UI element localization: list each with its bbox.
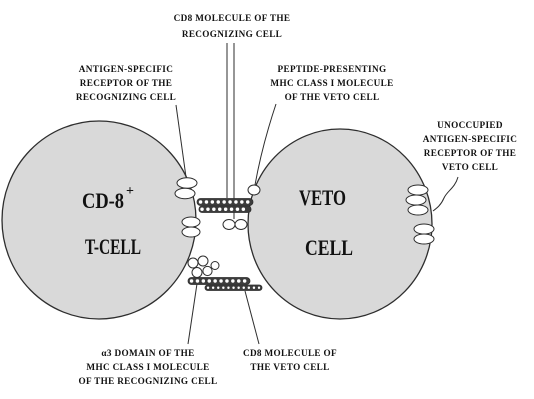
label-line: THE VETO CELL: [250, 362, 329, 372]
receptor-domain: [406, 195, 426, 205]
label-line: ANTIGEN-SPECIFIC: [79, 64, 173, 74]
cd8-domain: [235, 220, 247, 230]
leader-line-cd8-veto: [245, 291, 259, 344]
label-line: MHC CLASS I MOLECULE: [270, 78, 393, 88]
mhc-domain: [203, 266, 212, 275]
label-line: VETO CELL: [442, 162, 498, 172]
mhc-class-i-veto-domain: [248, 185, 260, 195]
label-line: RECEPTOR OF THE: [424, 148, 516, 158]
label-line: UNOCCUPIED: [437, 120, 503, 130]
label-line: CD8 MOLECULE OF: [243, 348, 337, 358]
receptor-domain: [414, 224, 434, 234]
label-cd8-veto-cell: CD8 MOLECULE OF THE VETO CELL: [243, 348, 337, 372]
label-alpha3-domain-recognizing-cell: α3 DOMAIN OF THE MHC CLASS I MOLECULE OF…: [79, 348, 218, 386]
receptor-domain: [182, 227, 200, 237]
label-unoccupied-receptor-veto-cell: UNOCCUPIED ANTIGEN-SPECIFIC RECEPTOR OF …: [423, 120, 517, 172]
label-line: MHC CLASS I MOLECULE: [86, 362, 209, 372]
receptor-domain: [175, 188, 195, 198]
veto-cell-name-line1: VETO: [299, 185, 346, 210]
receptor-domain: [414, 234, 434, 244]
t-cell-name-superscript: +: [126, 184, 134, 199]
receptor-domain: [408, 185, 428, 195]
label-line: PEPTIDE-PRESENTING: [278, 64, 387, 74]
cd8-t-cell: [2, 121, 196, 319]
label-mhc-class-i-veto-cell: PEPTIDE-PRESENTING MHC CLASS I MOLECULE …: [270, 64, 393, 102]
label-line: RECOGNIZING CELL: [76, 92, 176, 102]
veto-cell-name-line2: CELL: [305, 235, 353, 260]
alpha3-domain-recognizing-cell: [188, 256, 219, 278]
t-cell-name-type: T-CELL: [85, 234, 141, 259]
label-line: RECOGNIZING CELL: [182, 29, 282, 39]
label-line: CD8 MOLECULE OF THE: [174, 13, 291, 23]
label-line: OF THE VETO CELL: [285, 92, 380, 102]
receptor-mhc-complex: [197, 199, 253, 213]
receptor-domain: [182, 217, 200, 227]
leader-line-alpha3-domain: [188, 277, 198, 344]
label-line: α3 DOMAIN OF THE: [101, 348, 194, 358]
label-cd8-recognizing-cell: CD8 MOLECULE OF THE RECOGNIZING CELL: [174, 13, 291, 39]
label-line: RECEPTOR OF THE: [80, 78, 172, 88]
label-antigen-receptor-recognizing-cell: ANTIGEN-SPECIFIC RECEPTOR OF THE RECOGNI…: [76, 64, 176, 102]
cd8-domain: [223, 220, 235, 230]
veto-cell: [248, 129, 432, 319]
mhc-domain: [211, 262, 219, 270]
receptor-domain: [177, 178, 197, 188]
cd8-molecule-recognizing-cell: [223, 220, 247, 230]
mhc-domain: [188, 258, 198, 268]
mhc-domain: [198, 256, 208, 266]
t-cell-name-cd8: CD-8: [82, 188, 124, 213]
mhc-domain: [192, 268, 202, 278]
label-line: ANTIGEN-SPECIFIC: [423, 134, 517, 144]
cd8-molecule-veto-cell: [188, 278, 262, 291]
leader-line-unoccupied-receptor: [433, 177, 458, 211]
label-line: OF THE RECOGNIZING CELL: [79, 376, 218, 386]
receptor-domain: [408, 205, 428, 215]
